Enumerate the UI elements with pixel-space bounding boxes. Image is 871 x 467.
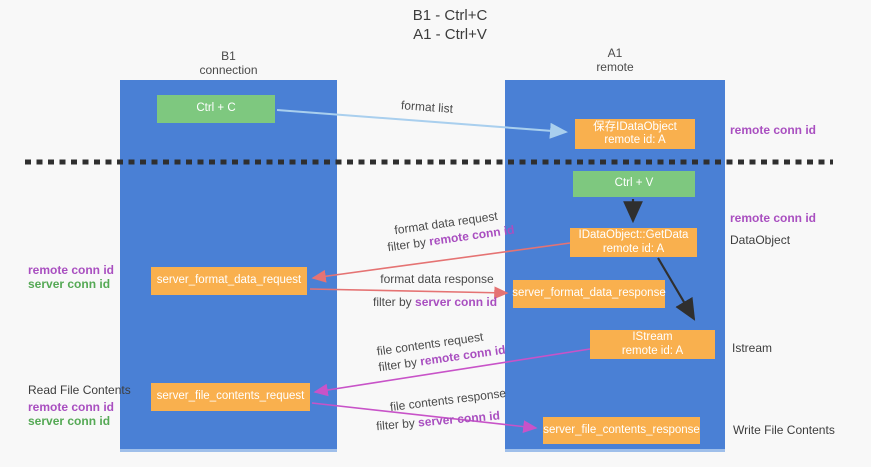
left-column-header: B1 connection [120, 49, 337, 77]
server-file-contents-request-label: server_file_contents_request [156, 390, 305, 403]
right-column-name: A1 [607, 46, 623, 60]
idataobject-getdata-box: IDataObject::GetData remote id: A [570, 228, 697, 257]
right-column-role: remote [596, 60, 634, 74]
filter-server-conn-id: server conn id [415, 295, 498, 309]
istream-line2: remote id: A [621, 344, 684, 357]
store-idataobject-box: 保存IDataObject remote id: A [575, 119, 695, 149]
server-format-data-request-box: server_format_data_request [151, 267, 307, 295]
dataobject-label: DataObject [730, 233, 791, 247]
ctrl-c-label: Ctrl + C [196, 102, 236, 115]
istream-side-label: Istream [732, 341, 773, 355]
left1-server-conn-id-label: server conn id [28, 277, 111, 291]
ctrl-v-box: Ctrl + V [573, 171, 695, 197]
istream-box: IStream remote id: A [590, 330, 715, 359]
filter-prefix: filter by [373, 295, 416, 309]
server-format-data-response-box: server_format_data_response [512, 280, 666, 308]
store-idataobject-line2: remote id: A [604, 134, 666, 146]
server-file-contents-response-label: server_file_contents_response [543, 423, 700, 436]
ctrl-c-box: Ctrl + C [157, 95, 275, 123]
read-file-contents-label: Read File Contents [28, 383, 131, 397]
left-column-role: connection [199, 63, 258, 77]
title-line-1: B1 - Ctrl+C [412, 7, 488, 24]
left-conn-id-block-2: remote conn id server conn id [28, 400, 114, 428]
store-idataobject-line1: 保存IDataObject [593, 120, 677, 133]
left1-remote-conn-id-label: remote conn id [28, 263, 115, 277]
left2-server-conn-id-label: server conn id [28, 414, 111, 428]
left2-remote-conn-id-label: remote conn id [28, 400, 115, 414]
server-file-contents-request-box: server_file_contents_request [151, 383, 310, 411]
ctrl-v-label: Ctrl + V [614, 177, 654, 190]
getdata-line1: IDataObject::GetData [578, 229, 689, 241]
server-format-data-response-label: server_format_data_response [512, 287, 666, 300]
right-column-header: A1 remote [505, 46, 725, 74]
filter-prefix: filter by [386, 234, 431, 255]
left-column-name: B1 [221, 49, 236, 63]
remote-conn-id-label-top: remote conn id [730, 123, 817, 137]
write-file-contents-label: Write File Contents [733, 423, 835, 437]
title-line-2: A1 - Ctrl+V [413, 26, 487, 43]
remote-conn-id-label-mid: remote conn id [730, 211, 817, 225]
filter-prefix: filter by [375, 415, 419, 434]
left-conn-id-block-1: remote conn id server conn id [28, 263, 114, 291]
format-list-arrow-label: format list [400, 98, 454, 116]
filter-prefix: filter by [377, 354, 422, 375]
diagram-title: B1 - Ctrl+C A1 - Ctrl+V [300, 6, 600, 44]
server-file-contents-response-box: server_file_contents_response [543, 417, 700, 444]
format-data-response-arrow-label: format data response [380, 272, 494, 286]
istream-line1: IStream [632, 331, 673, 343]
format-data-response-arrow [309, 286, 509, 300]
server-format-data-request-label: server_format_data_request [156, 274, 302, 287]
getdata-line2: remote id: A [602, 242, 665, 255]
format-data-response-filter-label: filter by server conn id [373, 295, 497, 309]
filter-server-conn-id: server conn id [417, 408, 501, 430]
